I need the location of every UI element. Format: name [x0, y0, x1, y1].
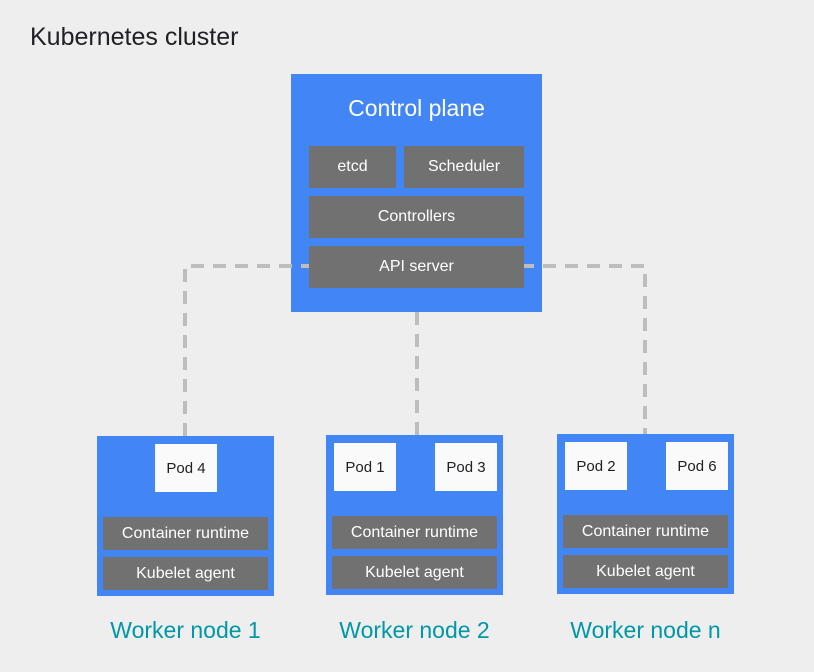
pod-4: Pod 4: [155, 444, 217, 492]
worker-node-2-label: Worker node 2: [339, 617, 490, 643]
pod-1: Pod 1: [334, 443, 396, 491]
pod-3: Pod 3: [435, 443, 497, 491]
kubelet-agent-node-1: Kubelet agent: [103, 557, 268, 590]
component-scheduler: Scheduler: [404, 146, 524, 188]
kubelet-agent-node-n: Kubelet agent: [563, 555, 728, 588]
pod-2: Pod 2: [565, 442, 627, 490]
container-runtime-node-2: Container runtime: [332, 516, 497, 549]
component-etcd: etcd: [309, 146, 396, 188]
container-runtime-node-n: Container runtime: [563, 515, 728, 548]
diagram-title: Kubernetes cluster: [30, 23, 239, 51]
worker-node-1-label: Worker node 1: [110, 617, 261, 643]
container-runtime-node-1: Container runtime: [103, 517, 268, 550]
component-api-server: API server: [309, 246, 524, 288]
control-plane-node: Control plane etcd Scheduler Controllers…: [291, 74, 542, 312]
worker-node-n: Pod 2 Pod 6 Container runtime Kubelet ag…: [557, 434, 734, 594]
component-controllers: Controllers: [309, 196, 524, 238]
kubelet-agent-node-2: Kubelet agent: [332, 556, 497, 589]
worker-node-1: Pod 4 Container runtime Kubelet agent: [97, 436, 274, 596]
control-plane-title: Control plane: [348, 95, 485, 121]
pod-6: Pod 6: [666, 442, 728, 490]
worker-node-2: Pod 1 Pod 3 Container runtime Kubelet ag…: [326, 435, 503, 595]
worker-node-n-label: Worker node n: [570, 617, 721, 643]
